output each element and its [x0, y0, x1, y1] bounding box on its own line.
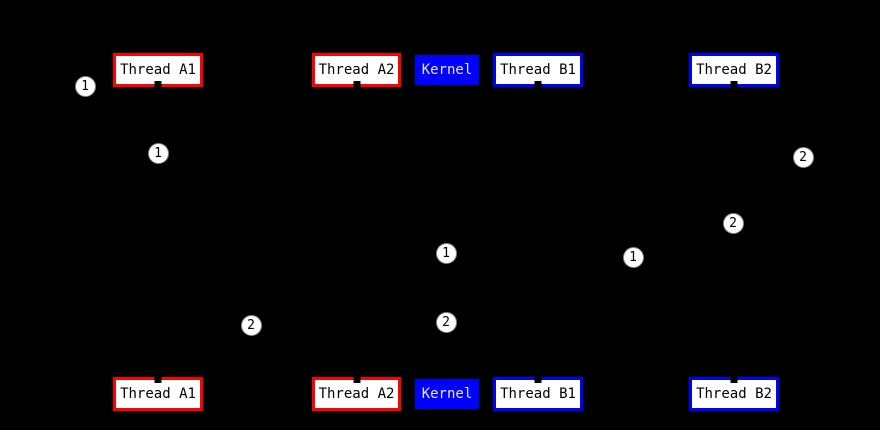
lifeline-notch	[730, 377, 738, 383]
sequence-number-badge-2: 1	[147, 142, 169, 164]
lifeline-notch	[353, 81, 360, 87]
participant-thread-b1-top: Thread B1	[493, 53, 583, 87]
participant-thread-a2-top: Thread A2	[312, 53, 401, 87]
lifeline-notch	[353, 377, 360, 383]
participant-thread-a1-bottom: Thread A1	[113, 377, 203, 411]
lifeline-kernel	[447, 87, 448, 377]
participant-label: Thread B2	[696, 62, 772, 78]
participant-label: Thread A1	[120, 62, 196, 78]
participant-label: Thread A1	[120, 386, 196, 402]
participant-label: Thread B2	[696, 386, 772, 402]
participant-label: Thread A2	[318, 386, 395, 402]
lifeline-notch	[154, 81, 162, 87]
sequence-number-badge-7: 2	[435, 311, 457, 333]
sequence-number-badge-8: 2	[240, 314, 262, 336]
participant-thread-b1-bottom: Thread B1	[493, 377, 583, 411]
sequence-number-badge-1: 1	[74, 75, 96, 97]
participant-thread-b2-bottom: Thread B2	[689, 377, 779, 411]
lifeline-thread-a2	[356, 87, 357, 377]
participant-thread-a1-top: Thread A1	[113, 53, 203, 87]
participant-label: Thread A2	[318, 62, 395, 78]
participant-label: Thread B1	[500, 62, 576, 78]
participant-thread-b2-top: Thread B2	[689, 53, 779, 87]
participant-kernel-top: Kernel	[415, 55, 479, 85]
sequence-number-badge-3: 2	[792, 146, 814, 168]
participant-label: Kernel	[421, 386, 473, 402]
lifeline-notch	[534, 377, 542, 383]
sequence-number-badge-6: 1	[622, 246, 644, 268]
sequence-number-badge-5: 1	[435, 242, 457, 264]
participant-label: Thread B1	[500, 386, 576, 402]
participant-label: Kernel	[421, 62, 473, 78]
participant-kernel-bottom: Kernel	[415, 379, 479, 409]
lifeline-notch	[534, 81, 542, 87]
participant-thread-a2-bottom: Thread A2	[312, 377, 401, 411]
lifeline-notch	[730, 81, 738, 87]
sequence-number-badge-4: 2	[722, 212, 744, 234]
lifeline-thread-b1	[538, 87, 539, 377]
lifeline-notch	[154, 377, 162, 383]
lifeline-thread-a1	[158, 87, 159, 377]
